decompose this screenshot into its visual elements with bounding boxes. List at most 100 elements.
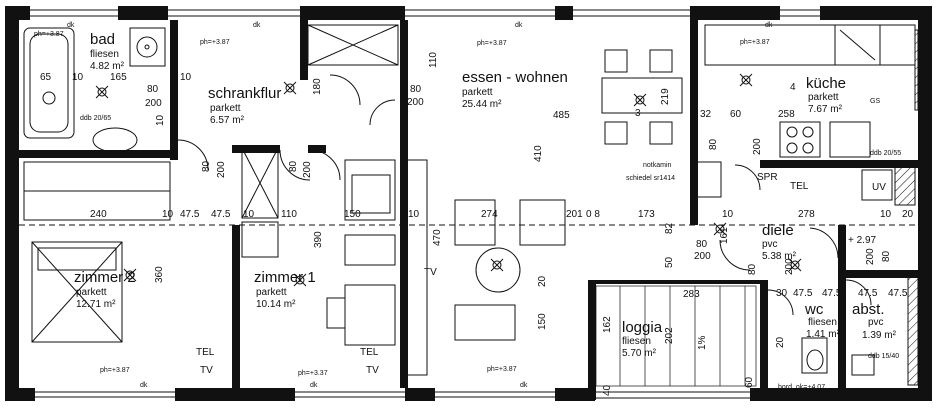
label-dk-1: dk — [67, 22, 75, 29]
label-ddb-1: ddb 20/65 — [80, 115, 111, 122]
room-kueche-floor: parkett — [808, 92, 839, 103]
room-abst-name: abst. — [852, 301, 885, 318]
label-num-3: 3 — [635, 108, 641, 119]
room-bad-floor: fliesen — [90, 49, 119, 60]
dim-10h: 10 — [880, 209, 892, 220]
dim-110a: 110 — [428, 52, 439, 68]
label-ph-7: ph=+3.87 — [487, 366, 517, 373]
bath-fixtures — [23, 27, 171, 221]
dim-278: 278 — [798, 209, 815, 220]
label-dk-2: dk — [253, 22, 261, 29]
dim-10g: 10 — [722, 209, 734, 220]
label-ph-6: ph=+3.37 — [298, 370, 328, 377]
shaft-hatch — [894, 164, 916, 206]
dim-200d: 200 — [216, 161, 227, 178]
dim-274: 274 — [481, 209, 498, 220]
room-kueche-name: küche — [806, 75, 846, 92]
label-ph-1: ph=+3.87 — [34, 31, 64, 38]
dim-47-5f: 47.5 — [888, 288, 908, 299]
label-dk-7: dk — [520, 382, 528, 389]
room-essen-wohnen-floor: parkett — [462, 87, 493, 98]
dim-80h: 80 — [881, 250, 892, 262]
dim-410: 410 — [533, 145, 544, 162]
label-dk-6: dk — [310, 382, 318, 389]
dim-150a: 150 — [344, 209, 361, 220]
kitchen-fixtures — [704, 24, 916, 201]
dim-200e: 200 — [302, 161, 313, 178]
dim-10c: 10 — [155, 114, 166, 126]
dim-20d: 20 — [837, 371, 848, 383]
label-gs: GS — [870, 98, 880, 105]
room-loggia-area: 5.70 m² — [622, 348, 657, 359]
dim-110b: 110 — [281, 209, 297, 220]
room-wc-floor: fliesen — [808, 317, 837, 328]
label-tv-1: TV — [200, 365, 213, 376]
dim-60b: 60 — [744, 376, 755, 388]
bedroom-furniture — [31, 159, 428, 376]
dim-200b: 200 — [407, 97, 424, 108]
label-notkamin: notkamin — [643, 162, 672, 169]
room-diele-name: diele — [762, 222, 794, 239]
dim-202: 202 — [664, 327, 675, 344]
label-ph-4: ph=+3.87 — [740, 39, 770, 46]
dim-10d: 10 — [162, 209, 174, 220]
dim-32: 32 — [700, 109, 712, 120]
label-ph-3: ph=+3.87 — [477, 40, 507, 47]
room-bad-area: 4.82 m² — [90, 61, 125, 72]
label-tel-2: TEL — [360, 347, 379, 358]
dim-20b: 20 — [537, 275, 548, 287]
dim-10e: 10 — [243, 209, 255, 220]
dim-390: 390 — [313, 231, 324, 248]
dim-165: 165 — [110, 72, 127, 83]
dim-40: 40 — [602, 384, 613, 396]
room-zimmer1-name: zimmer 1 — [254, 269, 316, 286]
dim-470: 470 — [432, 229, 443, 246]
dim-10a: 10 — [72, 72, 84, 83]
room-zimmer1-area: 10.14 m² — [256, 299, 296, 310]
label-ddb-3: ddb 15/40 — [868, 353, 899, 360]
room-bad-name: bad — [90, 31, 115, 48]
room-zimmer2-name: zimmer 2 — [74, 269, 136, 286]
dim-150b: 150 — [537, 313, 548, 330]
dim-80g: 80 — [747, 263, 758, 275]
outer-walls — [5, 6, 932, 401]
room-zimmer2-floor: parkett — [76, 287, 107, 298]
room-kueche-area: 7.67 m² — [808, 104, 843, 115]
dim-82: 82 — [664, 222, 675, 234]
label-percent: 1% — [697, 335, 708, 350]
label-ph-5: ph=+3.87 — [100, 367, 130, 374]
dim-80a: 80 — [147, 84, 159, 95]
label-dk-3: dk — [515, 22, 523, 29]
dim-10f: 10 — [408, 209, 420, 220]
dim-200c: 200 — [752, 138, 763, 155]
dim-0-8: 0 8 — [586, 209, 600, 220]
room-zimmer2-area: 12.71 m² — [76, 299, 116, 310]
room-essen-wohnen-area: 25.44 m² — [462, 99, 502, 110]
dim-80f: 80 — [696, 239, 708, 250]
label-tv-3: TV — [424, 267, 437, 278]
label-schiedel: schiedel sr1414 — [626, 175, 675, 182]
dim-80d: 80 — [201, 160, 212, 172]
dim-173: 173 — [638, 209, 655, 220]
dim-161: 161 — [719, 227, 730, 244]
window-hatch — [914, 29, 919, 111]
room-diele-floor: pvc — [762, 239, 778, 250]
light-fixtures — [95, 73, 802, 287]
dim-47-5c: 47.5 — [793, 288, 813, 299]
dim-200f: 200 — [694, 251, 711, 262]
dim-201: 201 — [566, 209, 583, 220]
dim-20c: 20 — [775, 336, 786, 348]
interior-walls — [19, 20, 920, 400]
label-ph-2: ph=+3.87 — [200, 39, 230, 46]
label-tv-2: TV — [366, 365, 379, 376]
dim-80b: 80 — [410, 84, 422, 95]
dim-60: 60 — [730, 109, 742, 120]
dim-47-5d: 47.5 — [822, 288, 842, 299]
dim-283: 283 — [683, 289, 700, 300]
room-loggia-name: loggia — [622, 319, 663, 336]
dim-200h: 200 — [865, 248, 876, 265]
dim-200a: 200 — [145, 98, 162, 109]
dim-240: 240 — [90, 209, 107, 220]
dim-10b: 10 — [180, 72, 192, 83]
dim-50: 50 — [664, 256, 675, 268]
